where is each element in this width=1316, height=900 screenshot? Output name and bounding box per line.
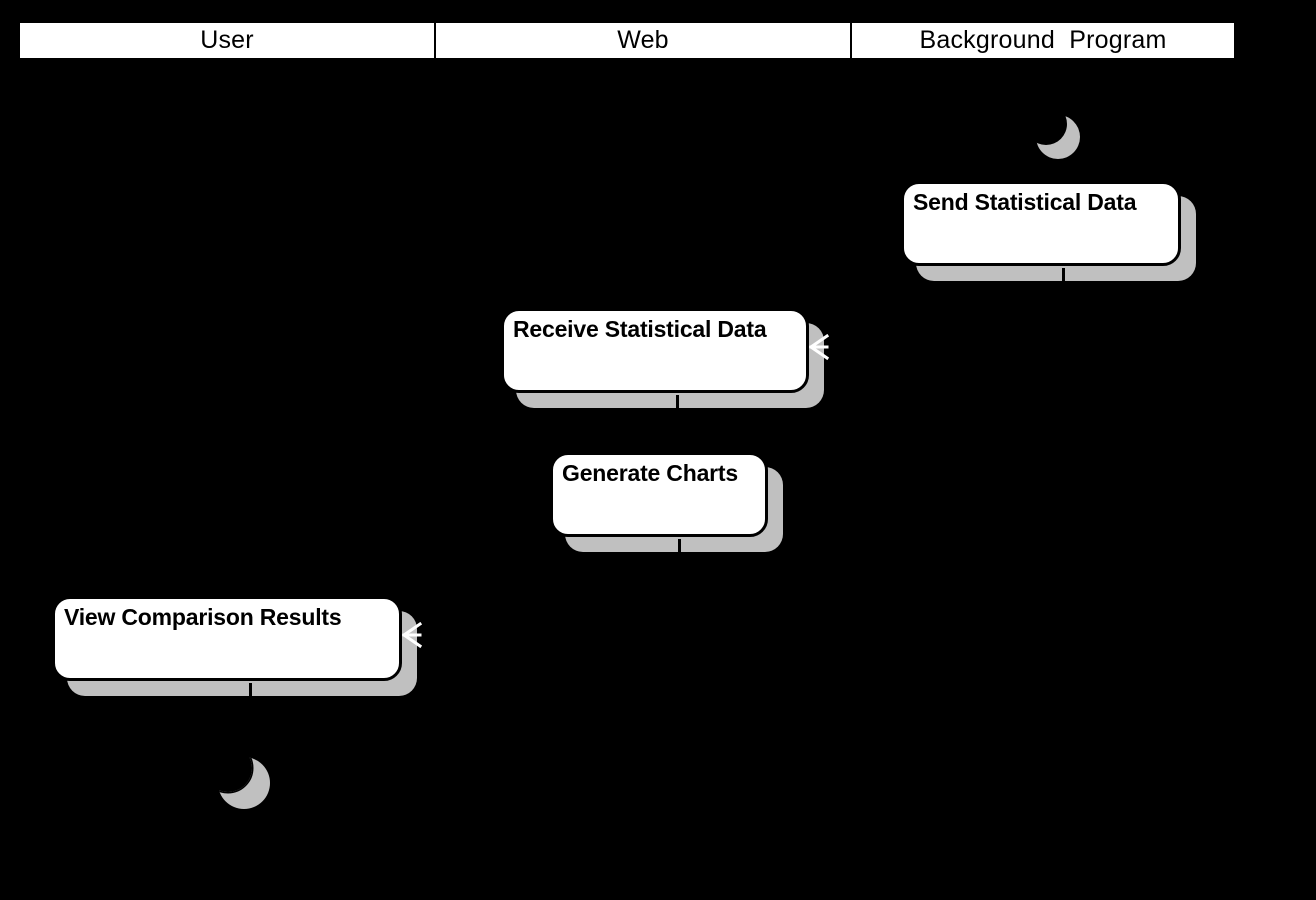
node-shadow-divider xyxy=(249,683,252,696)
moon-end-icon xyxy=(202,742,274,818)
activity-node-label: View Comparison Results xyxy=(64,604,342,630)
activity-node-label: Generate Charts xyxy=(562,460,738,486)
activity-node-view-comparison-results[interactable]: View Comparison Results xyxy=(52,596,417,696)
flow-arrowhead-icon xyxy=(808,333,830,369)
swimlane-header-background-program[interactable]: Background Program xyxy=(852,23,1234,58)
node-shadow-divider xyxy=(1062,268,1065,281)
activity-node-receive-statistical-data[interactable]: Receive Statistical Data xyxy=(501,308,824,408)
node-body[interactable]: Receive Statistical Data xyxy=(501,308,809,393)
activity-node-label: Receive Statistical Data xyxy=(513,316,767,342)
swimlane-header-user[interactable]: User xyxy=(20,23,434,58)
flow-arrowhead-icon xyxy=(401,621,423,657)
node-body[interactable]: View Comparison Results xyxy=(52,596,402,681)
activity-node-generate-charts[interactable]: Generate Charts xyxy=(550,452,783,552)
node-body[interactable]: Generate Charts xyxy=(550,452,768,537)
node-shadow-divider xyxy=(678,539,681,552)
activity-node-label: Send Statistical Data xyxy=(913,189,1137,215)
activity-node-send-statistical-data[interactable]: Send Statistical Data xyxy=(901,181,1196,281)
moon-start-icon xyxy=(1033,111,1085,168)
node-body[interactable]: Send Statistical Data xyxy=(901,181,1181,266)
swimlane-header-web[interactable]: Web xyxy=(436,23,850,58)
node-shadow-divider xyxy=(676,395,679,408)
